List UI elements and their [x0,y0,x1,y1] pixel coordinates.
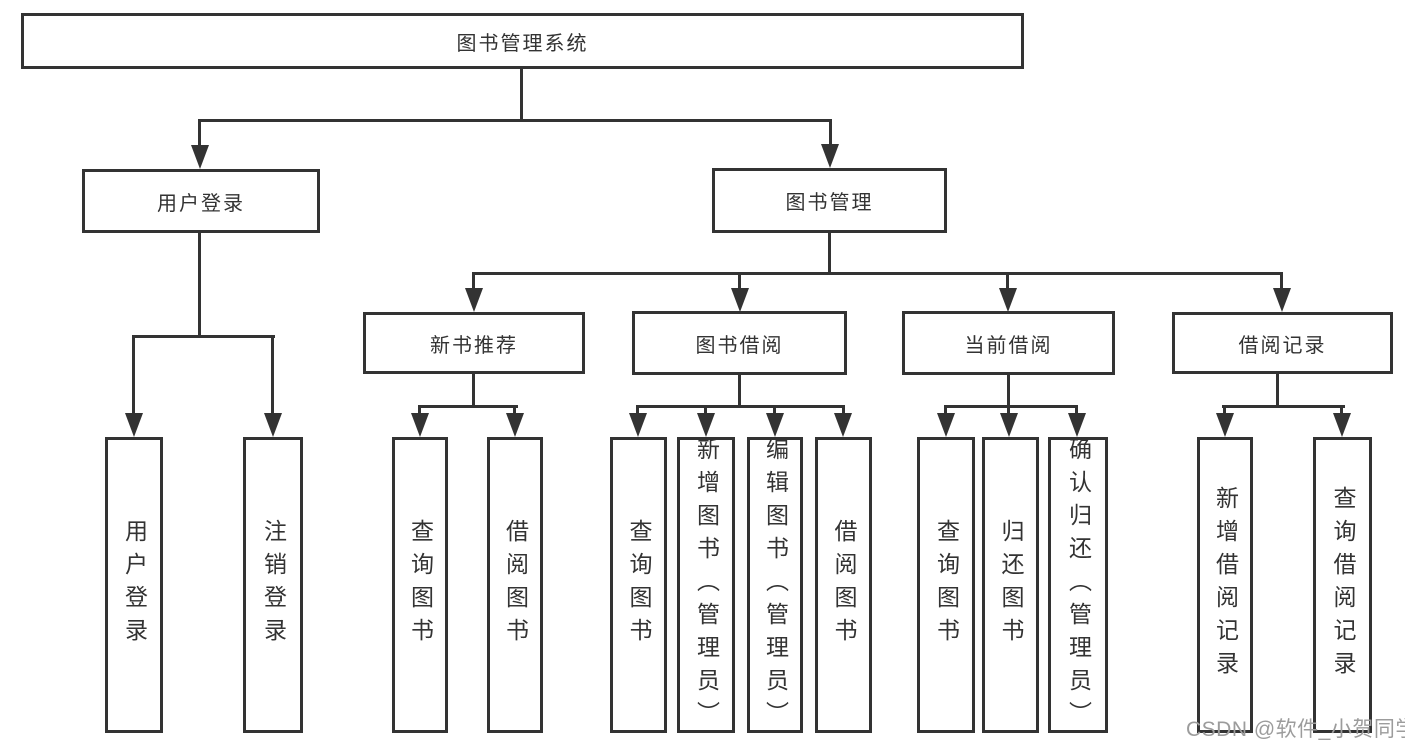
node-label: 编辑图书（管理员） [762,436,789,734]
arrow-down-icon [411,413,429,437]
node-label: 查询图书 [933,519,960,651]
leaf-confirm-return-admin: 确认归还（管理员） [1048,436,1108,734]
leaf-query-books-recommend: 查询图书 [392,437,448,733]
connector-line [1007,405,1010,417]
node-borrowing-records: 借阅记录 [1172,312,1393,374]
leaf-edit-books-admin: 编辑图书（管理员） [747,436,803,734]
connector-line [419,405,518,408]
node-label: 图书借阅 [695,334,784,357]
arrow-down-icon [506,413,524,437]
arrow-down-icon [999,288,1017,312]
leaf-borrow-books: 借阅图书 [815,437,872,733]
node-label: 新增借阅记录 [1212,486,1239,684]
node-label: 借阅记录 [1238,334,1327,357]
arrow-down-icon [1216,413,1234,437]
arrow-down-icon [1068,413,1086,437]
node-label: 图书管理系统 [456,32,589,55]
leaf-add-borrow-record: 新增借阅记录 [1197,437,1253,733]
arrow-down-icon [1333,413,1351,437]
node-book-borrowing: 图书借阅 [632,311,847,375]
leaf-query-borrow-record: 查询借阅记录 [1313,437,1372,733]
connector-line [1006,272,1009,291]
connector-line [1222,405,1345,408]
node-label: 归还图书 [998,519,1024,651]
connector-line [773,405,776,417]
connector-line [199,119,832,122]
connector-line [637,405,845,408]
node-label: 借阅图书 [831,519,857,651]
arrow-down-icon [834,413,852,437]
connector-line [944,405,947,417]
leaf-return-books: 归还图书 [982,437,1039,733]
connector-line [132,335,275,338]
connector-line [520,69,523,119]
connector-line [1276,374,1279,408]
arrow-down-icon [1273,288,1291,312]
connector-line [271,335,274,417]
node-label: 借阅图书 [502,519,529,651]
connector-line [132,335,135,417]
node-label: 用户登录 [121,519,148,651]
node-label: 图书管理 [785,192,874,214]
connector-line [738,375,741,408]
arrow-down-icon [629,413,647,437]
arrow-down-icon [125,413,143,437]
node-label: 查询图书 [407,519,434,651]
node-label: 注销登录 [260,519,287,651]
leaf-logout: 注销登录 [243,437,303,733]
connector-line [1340,405,1343,417]
node-label: 用户登录 [157,192,245,215]
leaf-borrow-books-recommend: 借阅图书 [487,437,543,733]
connector-line [738,272,741,291]
connector-line [472,272,475,291]
node-label: 新书推荐 [430,334,518,357]
leaf-query-books-borrow: 查询图书 [610,437,667,733]
connector-line [513,405,516,417]
connector-line [828,233,831,275]
arrow-down-icon [821,144,839,168]
arrow-down-icon [937,413,955,437]
node-label: 当前借阅 [964,334,1053,357]
arrow-down-icon [465,288,483,312]
node-user-login: 用户登录 [82,169,320,233]
node-label: 查询借阅记录 [1330,486,1356,684]
arrow-down-icon [264,413,282,437]
connector-line [945,405,1078,408]
connector-line [704,405,707,417]
arrow-down-icon [1000,413,1018,437]
connector-line [636,405,639,417]
csdn-watermark: CSDN @软件_小贺同学 [1186,718,1405,741]
node-label: 查询图书 [626,519,652,651]
node-current-borrowing: 当前借阅 [902,311,1115,375]
connector-line [1075,405,1078,417]
leaf-user-login: 用户登录 [105,437,163,733]
node-library-system: 图书管理系统 [21,13,1024,69]
connector-line [1007,375,1010,408]
arrow-down-icon [731,288,749,312]
arrow-down-icon [697,413,715,437]
connector-line [472,374,475,408]
arrow-down-icon [191,145,209,169]
connector-line [198,233,201,337]
node-label: 新增图书（管理员） [693,436,720,734]
connector-line [418,405,421,417]
connector-line [1280,272,1283,291]
connector-line [1223,405,1226,417]
node-book-management: 图书管理 [712,168,947,233]
leaf-query-books-current: 查询图书 [917,437,975,733]
arrow-down-icon [766,413,784,437]
connector-line [829,119,832,147]
connector-line [842,405,845,417]
connector-line [198,119,201,147]
node-new-book-recommendation: 新书推荐 [363,312,585,374]
connector-line [473,272,1283,275]
node-label: 确认归还（管理员） [1065,436,1092,734]
leaf-add-books-admin: 新增图书（管理员） [677,436,735,734]
